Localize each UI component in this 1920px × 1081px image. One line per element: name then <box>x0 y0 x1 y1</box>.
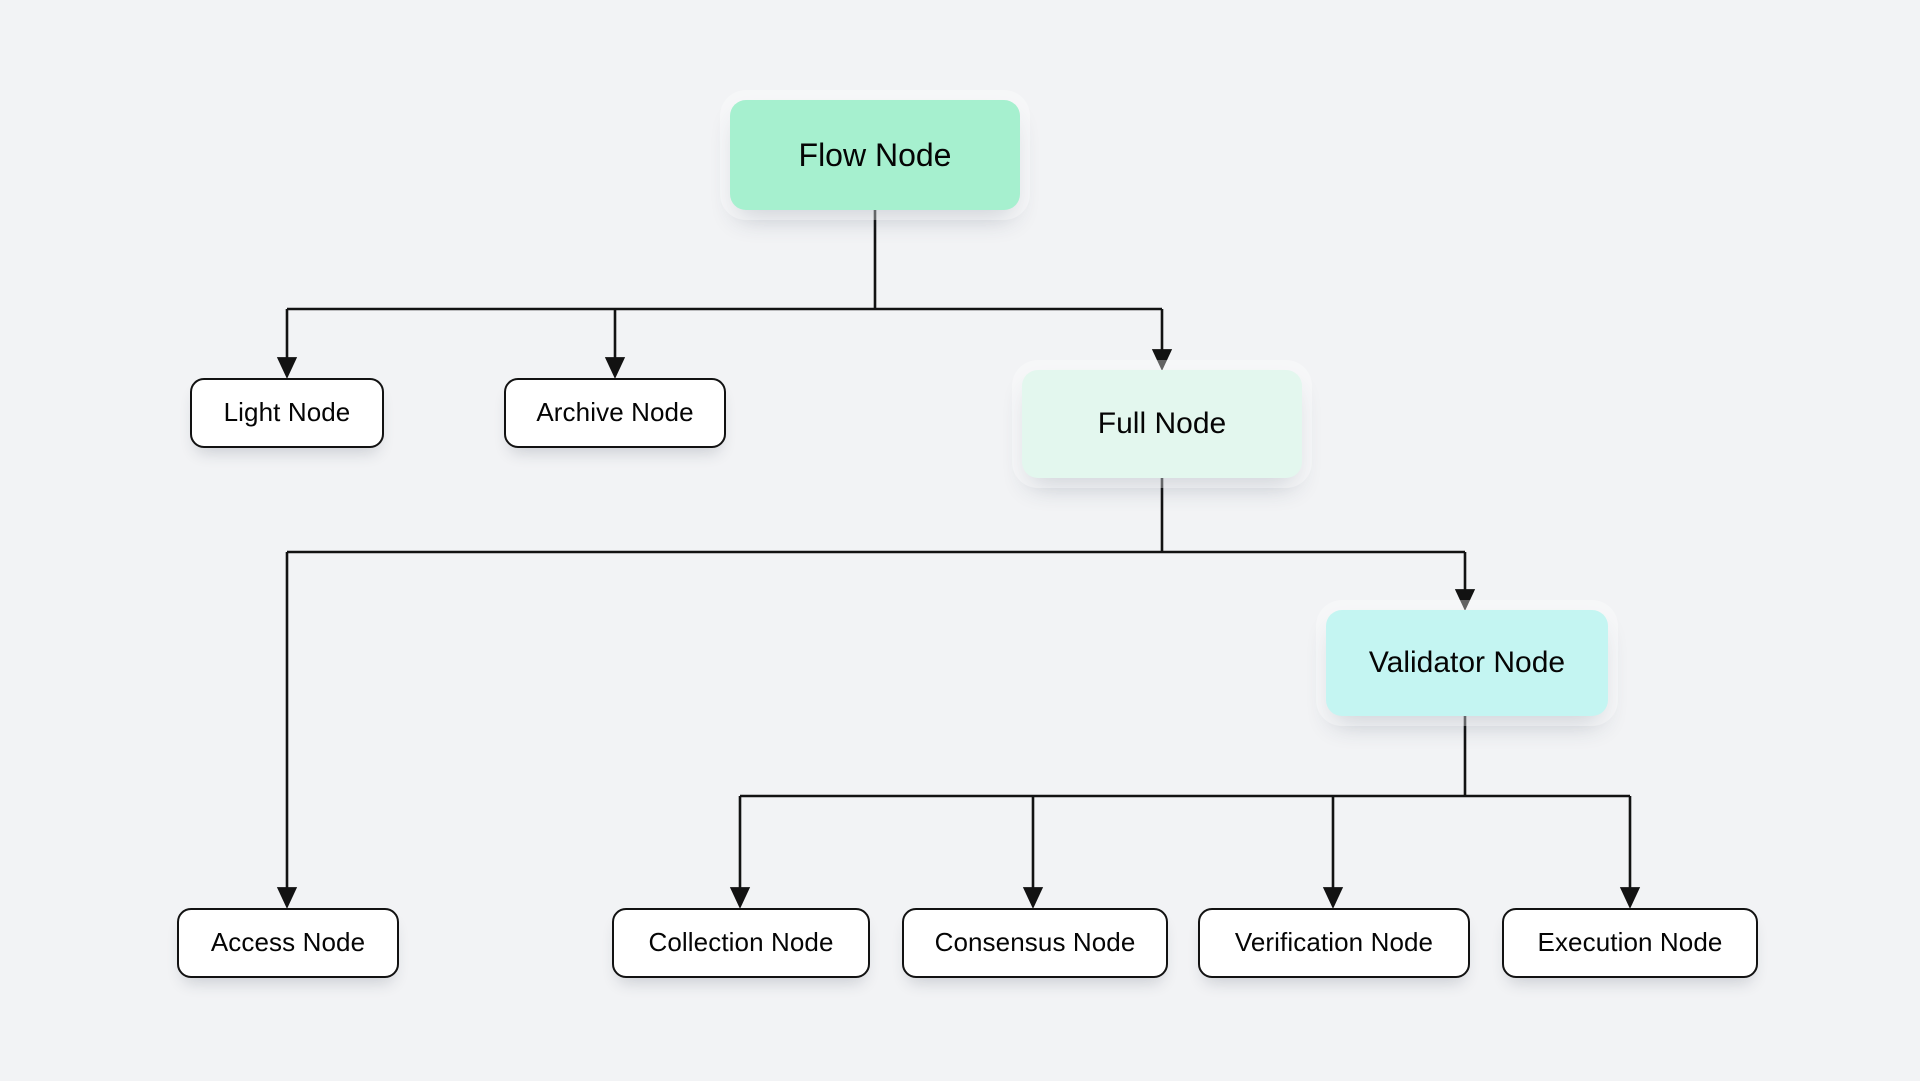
node-validator-node[interactable]: Validator Node <box>1326 610 1608 716</box>
node-archive-node[interactable]: Archive Node <box>504 378 726 448</box>
node-light-node[interactable]: Light Node <box>190 378 384 448</box>
node-access-node-label: Access Node <box>210 927 366 958</box>
node-full-node-label: Full Node <box>1097 406 1227 440</box>
node-execution-node-label: Execution Node <box>1537 927 1723 958</box>
node-execution-node[interactable]: Execution Node <box>1502 908 1758 978</box>
node-access-node[interactable]: Access Node <box>177 908 399 978</box>
node-flow-node[interactable]: Flow Node <box>730 100 1020 210</box>
node-collection-node-label: Collection Node <box>648 927 834 958</box>
node-verification-node-label: Verification Node <box>1234 927 1434 958</box>
node-archive-node-label: Archive Node <box>536 397 694 428</box>
node-validator-node-label: Validator Node <box>1368 645 1566 679</box>
node-light-node-label: Light Node <box>223 397 351 428</box>
node-collection-node[interactable]: Collection Node <box>612 908 870 978</box>
node-consensus-node[interactable]: Consensus Node <box>902 908 1168 978</box>
node-full-node[interactable]: Full Node <box>1022 370 1302 478</box>
node-consensus-node-label: Consensus Node <box>934 927 1136 958</box>
node-verification-node[interactable]: Verification Node <box>1198 908 1470 978</box>
node-flow-node-label: Flow Node <box>798 136 952 173</box>
